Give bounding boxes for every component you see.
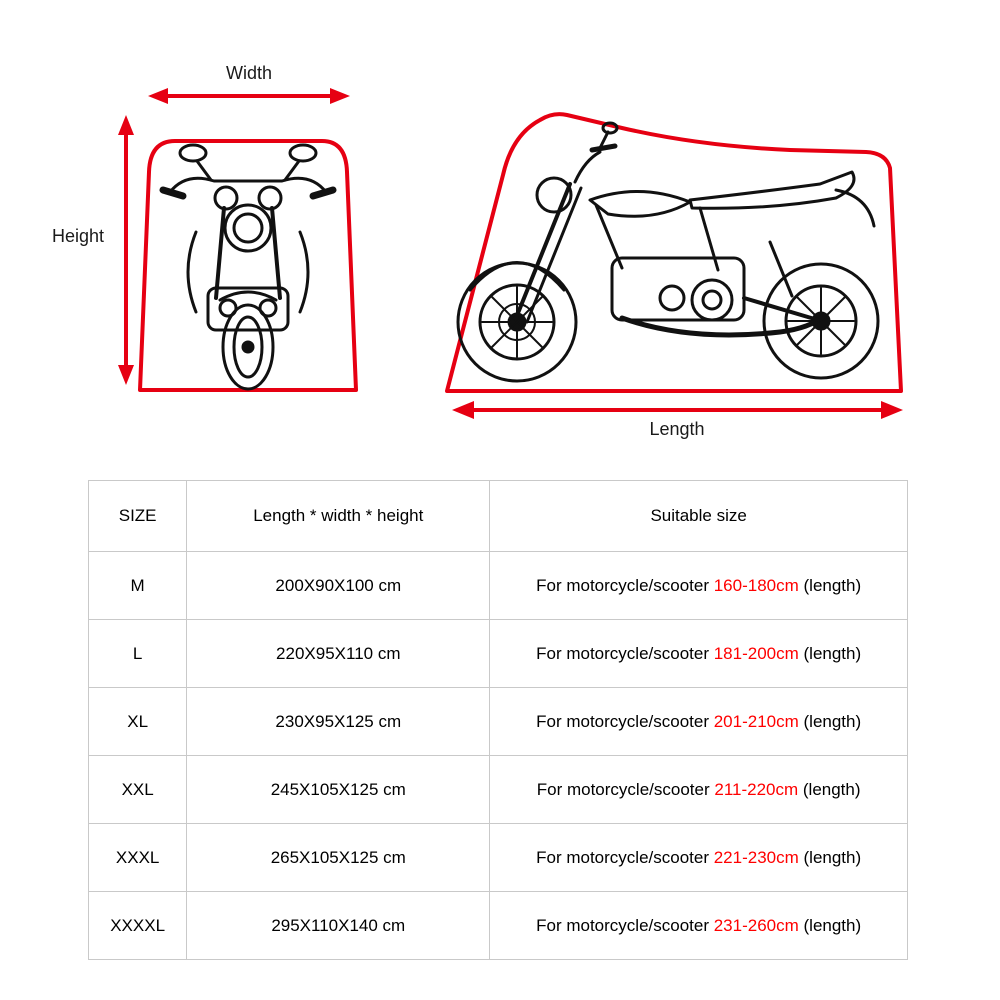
cover-side-outline bbox=[445, 112, 903, 393]
suitable-cell: For motorcycle/scooter 181-200cm (length… bbox=[489, 619, 908, 688]
table-header-row: SIZE Length * width * height Suitable si… bbox=[87, 480, 908, 552]
length-label: Length bbox=[649, 419, 705, 439]
size-diagram-graphic bbox=[118, 88, 903, 419]
size-cell: XXXL bbox=[87, 823, 188, 892]
suitable-range: 231-260cm bbox=[713, 915, 799, 935]
suitable-range: 211-220cm bbox=[714, 779, 799, 799]
height-arrow-icon bbox=[118, 115, 134, 385]
width-arrow-icon bbox=[148, 88, 350, 104]
header-suitable: Suitable size bbox=[489, 480, 908, 552]
size-cell: L bbox=[87, 619, 188, 688]
width-label: Width bbox=[225, 63, 272, 83]
suitable-text: For motorcycle/scooter bbox=[536, 711, 714, 731]
suitable-cell: For motorcycle/scooter 221-230cm (length… bbox=[489, 823, 908, 892]
height-label: Height bbox=[51, 226, 105, 246]
header-dimensions: Length * width * height bbox=[186, 480, 491, 552]
suitable-suffix: (length) bbox=[798, 779, 861, 799]
table-row: L 220X95X110 cm For motorcycle/scooter 1… bbox=[87, 619, 908, 688]
motorcycle-side-icon bbox=[456, 121, 880, 383]
suitable-range: 160-180cm bbox=[713, 575, 799, 595]
suitable-range: 201-210cm bbox=[713, 711, 799, 731]
size-cell: XXL bbox=[87, 755, 188, 824]
header-size: SIZE bbox=[87, 480, 188, 552]
suitable-cell: For motorcycle/scooter 231-260cm (length… bbox=[489, 891, 908, 960]
dimensions-cell: 200X90X100 cm bbox=[186, 551, 491, 620]
motorcycle-front-icon bbox=[159, 143, 337, 391]
suitable-text: For motorcycle/scooter bbox=[536, 779, 715, 799]
suitable-cell: For motorcycle/scooter 211-220cm (length… bbox=[489, 755, 908, 824]
table-row: XXXL 265X105X125 cm For motorcycle/scoot… bbox=[87, 823, 908, 892]
suitable-text: For motorcycle/scooter bbox=[536, 575, 714, 595]
length-arrow-icon bbox=[452, 401, 903, 419]
suitable-range: 181-200cm bbox=[713, 643, 799, 663]
suitable-suffix: (length) bbox=[798, 643, 862, 663]
dimensions-cell: 245X105X125 cm bbox=[186, 755, 491, 824]
suitable-suffix: (length) bbox=[798, 915, 862, 935]
suitable-cell: For motorcycle/scooter 160-180cm (length… bbox=[489, 551, 908, 620]
suitable-text: For motorcycle/scooter bbox=[536, 847, 714, 867]
table-row: XXL 245X105X125 cm For motorcycle/scoote… bbox=[87, 755, 908, 824]
size-cell: M bbox=[87, 551, 188, 620]
dimensions-cell: 220X95X110 cm bbox=[186, 619, 491, 688]
size-table: SIZE Length * width * height Suitable si… bbox=[87, 480, 908, 960]
table-row: XL 230X95X125 cm For motorcycle/scooter … bbox=[87, 687, 908, 756]
suitable-cell: For motorcycle/scooter 201-210cm (length… bbox=[489, 687, 908, 756]
suitable-suffix: (length) bbox=[798, 847, 862, 867]
dimensions-cell: 295X110X140 cm bbox=[186, 891, 491, 960]
suitable-suffix: (length) bbox=[798, 711, 862, 731]
dimensions-cell: 230X95X125 cm bbox=[186, 687, 491, 756]
table-row: XXXXL 295X110X140 cm For motorcycle/scoo… bbox=[87, 891, 908, 960]
size-cell: XXXXL bbox=[87, 891, 188, 960]
suitable-range: 221-230cm bbox=[713, 847, 799, 867]
size-cell: XL bbox=[87, 687, 188, 756]
suitable-text: For motorcycle/scooter bbox=[536, 915, 714, 935]
suitable-text: For motorcycle/scooter bbox=[536, 643, 714, 663]
cover-front-outline bbox=[138, 139, 358, 392]
measurement-diagrams: Width Height Length bbox=[0, 0, 1000, 460]
table-row: M 200X90X100 cm For motorcycle/scooter 1… bbox=[87, 551, 908, 620]
dimensions-cell: 265X105X125 cm bbox=[186, 823, 491, 892]
suitable-suffix: (length) bbox=[798, 575, 862, 595]
